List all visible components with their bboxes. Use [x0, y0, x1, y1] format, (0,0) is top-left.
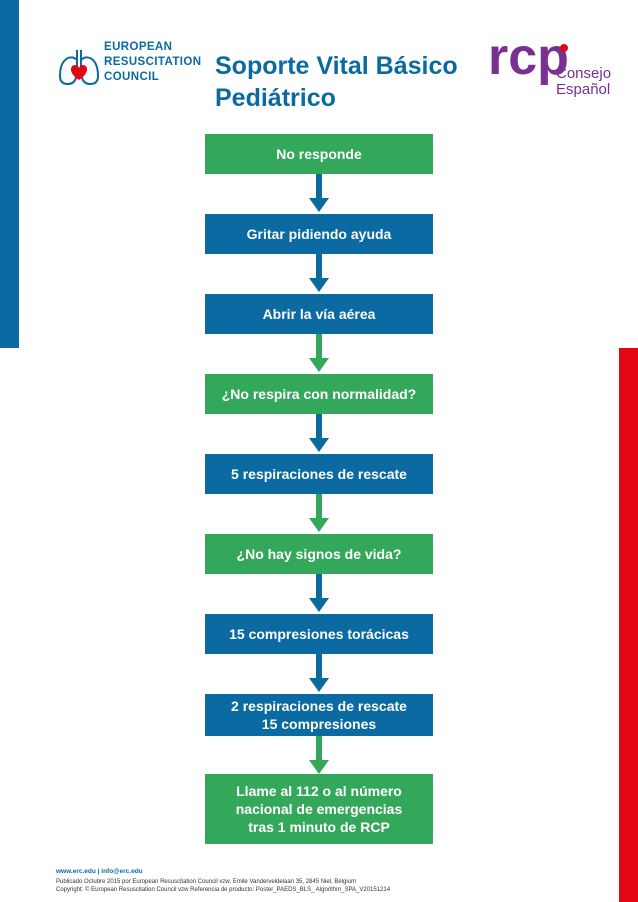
step-box-8: 2 respiraciones de rescate 15 compresione…: [205, 694, 433, 736]
down-arrow-icon: [309, 654, 329, 694]
erc-line-3: COUNCIL: [104, 71, 160, 83]
down-arrow-icon: [309, 254, 329, 294]
footer: www.erc.edu | info@erc.edu Publicado Oct…: [56, 868, 390, 894]
step-7-line-1: 15 compresiones torácicas: [229, 626, 409, 642]
down-arrow-icon: [309, 414, 329, 454]
step-5-line-1: 5 respiraciones de rescate: [231, 466, 407, 482]
down-arrow-icon: [309, 736, 329, 774]
step-1-line-1: No responde: [276, 146, 362, 162]
footer-published: Publicado Octubre 2015 por European Resu…: [56, 879, 357, 885]
step-8-line-1: 2 respiraciones de rescate: [231, 698, 407, 714]
step-9-line-2: nacional de emergencias: [235, 801, 403, 817]
step-box-9: Llame al 112 o al número nacional de emer…: [205, 774, 433, 844]
down-arrow-icon: [309, 574, 329, 614]
erc-line-2: RESUSCITATION: [104, 56, 202, 68]
step-4-line-1: ¿No respira con normalidad?: [221, 386, 417, 402]
rcp-logo-text: rcp: [488, 30, 569, 86]
title-line-2: Pediátrico: [215, 84, 336, 112]
step-box-3: Abrir la vía aérea: [205, 294, 433, 334]
footer-copyright: Copyright: © European Resuscitation Coun…: [56, 887, 391, 893]
step-box-7: 15 compresiones torácicas: [205, 614, 433, 654]
rcp-logo: rcp: [488, 30, 569, 86]
step-3-line-1: Abrir la vía aérea: [262, 306, 376, 322]
step-box-1: No responde: [205, 134, 433, 174]
erc-line-1: EUROPEAN: [104, 41, 173, 53]
step-9-line-1: Llame al 112 o al número: [236, 783, 402, 799]
left-blue-band: [0, 0, 19, 348]
step-box-6: ¿No hay signos de vida?: [205, 534, 433, 574]
footer-links[interactable]: www.erc.edu | info@erc.edu: [56, 868, 143, 875]
erc-wordmark: EUROPEAN RESUSCITATION COUNCIL: [104, 40, 201, 85]
lungs-heart-icon: [58, 50, 100, 86]
rcp-line-2: Español: [556, 81, 611, 98]
step-8-line-2: 15 compresiones: [261, 716, 377, 732]
step-6-line-1: ¿No hay signos de vida?: [236, 546, 402, 562]
down-arrow-icon: [309, 174, 329, 214]
title-line-1: Soporte Vital Básico: [215, 52, 458, 80]
step-box-5: 5 respiraciones de rescate: [205, 454, 433, 494]
step-box-4: ¿No respira con normalidad?: [205, 374, 433, 414]
down-arrow-icon: [309, 494, 329, 534]
step-9-line-3: tras 1 minuto de RCP: [248, 819, 390, 835]
step-box-2: Gritar pidiendo ayuda: [205, 214, 433, 254]
step-2-line-1: Gritar pidiendo ayuda: [246, 226, 392, 242]
right-red-band: [619, 348, 638, 902]
page-title: Soporte Vital Básico Pediátrico: [215, 50, 458, 114]
rcp-line-1: Consejo: [556, 65, 612, 82]
down-arrow-icon: [309, 334, 329, 374]
rcp-subtitle: Consejo Español: [556, 66, 611, 98]
